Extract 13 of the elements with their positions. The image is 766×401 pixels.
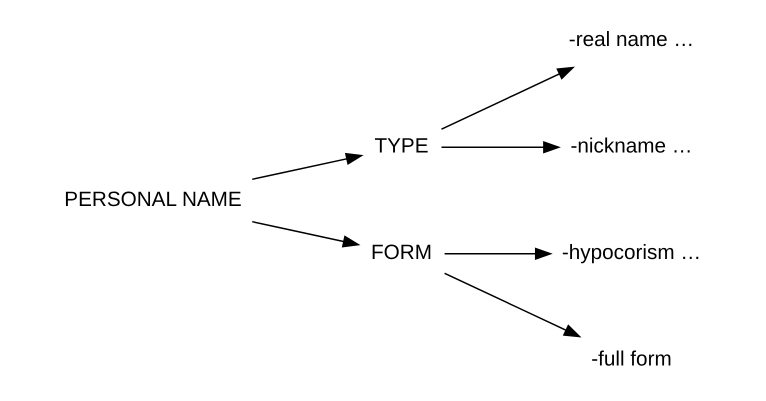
node-text: -nickname … [570, 134, 692, 158]
node-text: PERSONAL NAME [64, 188, 242, 211]
node-text: FORM [371, 241, 432, 264]
node-text: -real name … [568, 28, 694, 52]
node-text: -full form [591, 348, 672, 371]
arrow [252, 152, 364, 180]
arrow [444, 248, 553, 260]
arrow [252, 220, 360, 248]
arrow [444, 272, 582, 338]
arrow [441, 141, 561, 154]
node-text: -hypocorism … [562, 241, 702, 264]
arrow [441, 66, 575, 130]
node-text: TYPE [374, 134, 429, 158]
